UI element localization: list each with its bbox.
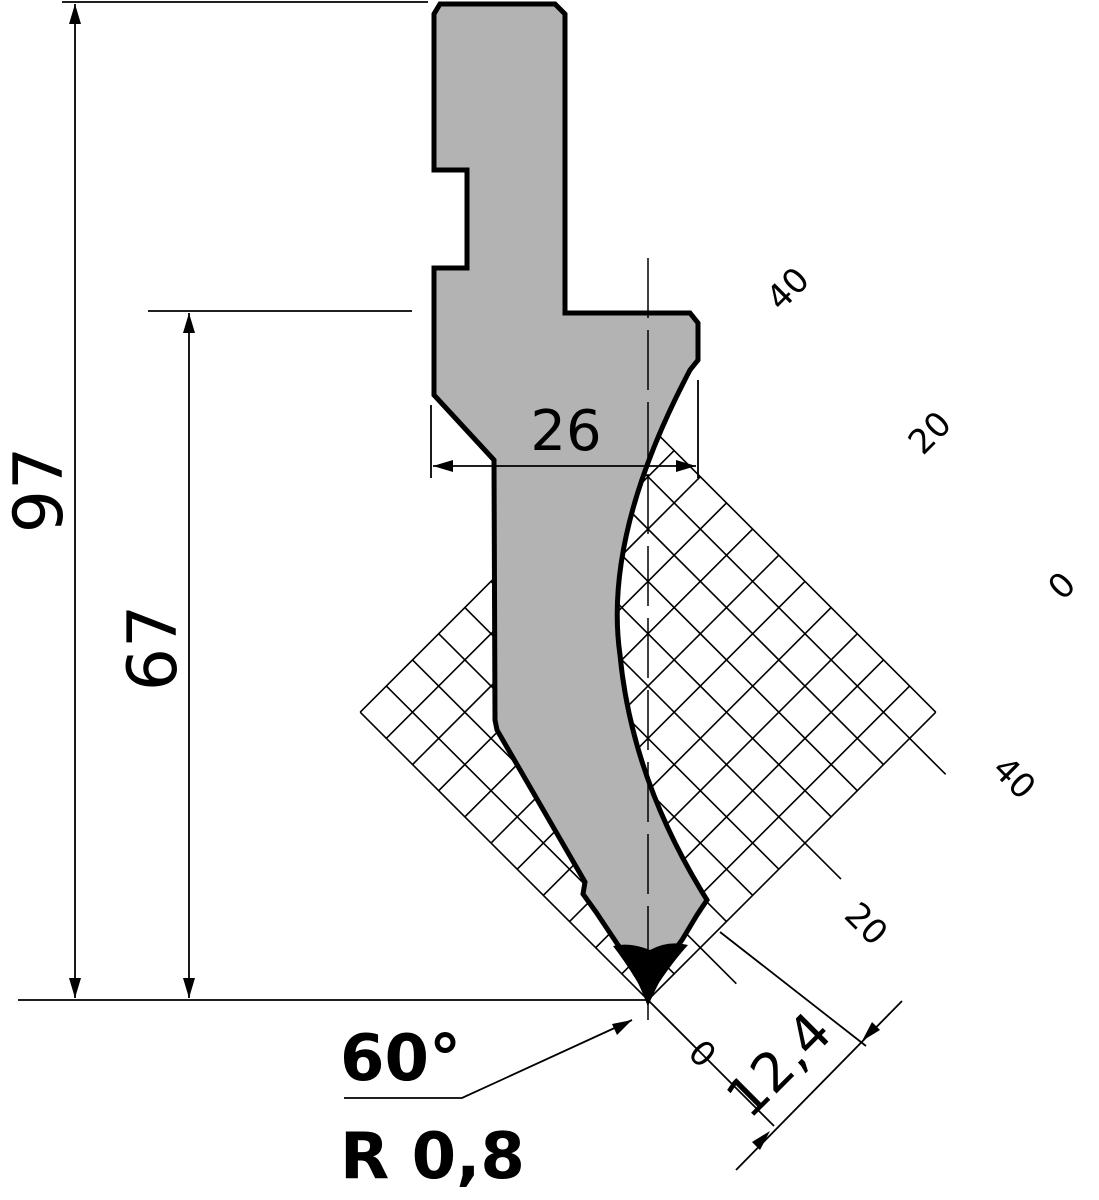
grid-line [621, 450, 911, 739]
arrowhead [752, 1131, 770, 1150]
punch-tip-radius [613, 943, 688, 1000]
grid-line [647, 423, 937, 713]
tip-leader-line [344, 1019, 633, 1099]
arrowhead [69, 4, 81, 24]
upper-scale-label: 0 [1040, 564, 1084, 608]
grid-line [595, 476, 885, 766]
tip-radius-label: R 0,8 [340, 1120, 525, 1194]
scale-tick [804, 842, 842, 880]
arrowhead [183, 313, 195, 333]
lower-scale-label: 20 [836, 895, 895, 954]
offset-extension-a [647, 999, 775, 1127]
scale-tick [699, 947, 737, 985]
arrowhead [433, 460, 453, 472]
arrowhead [862, 1022, 880, 1041]
grid-line [647, 711, 937, 1001]
upper-scale-label: 40 [759, 260, 818, 319]
lower-scale-label: 40 [984, 749, 1043, 808]
arrowhead [676, 460, 696, 472]
grid-line [359, 711, 649, 1001]
upper-scale-label: 20 [901, 404, 960, 463]
width-label: 26 [530, 399, 601, 464]
scale-tick [909, 737, 947, 775]
punch-profile [431, 1, 710, 1007]
arrowhead [69, 978, 81, 998]
arrowhead [183, 978, 195, 998]
total-height-label: 97 [0, 447, 79, 534]
arrowhead [612, 1020, 632, 1035]
working-height-label: 67 [114, 605, 193, 692]
offset-extension-b [719, 931, 867, 1047]
offset-label: 12,4 [714, 1000, 844, 1130]
tip-angle-label: 60° [340, 1022, 461, 1096]
